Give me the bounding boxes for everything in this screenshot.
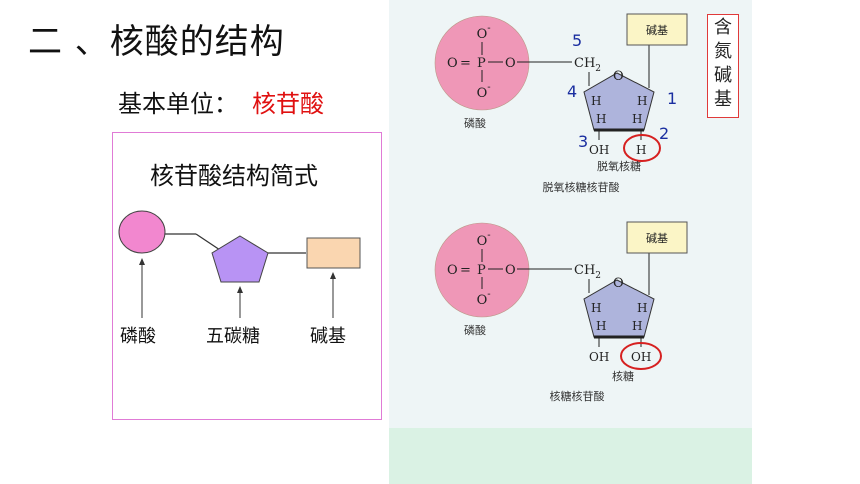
base-box-bottom: [626, 221, 688, 254]
carbon-number-2: 2: [659, 124, 669, 143]
label-base: 碱基: [310, 326, 346, 347]
oh-3-bottom: OH: [589, 350, 609, 364]
oh-2-bottom: OH: [631, 350, 651, 364]
nitrogenous-base-char-2: 氮: [714, 41, 732, 62]
base-box-label-bottom: 碱基: [646, 232, 668, 245]
ring-o-bottom: O: [613, 276, 624, 291]
basic-unit-line: 基本单位： 核苷酸: [118, 84, 324, 119]
simple-structure-title: 核苷酸结构简式: [150, 162, 318, 190]
phos-minus2-bottom: -: [487, 289, 490, 300]
base-box-top: [626, 13, 688, 46]
phos-o-bottom: O: [477, 234, 488, 249]
ch2-text-bottom: CH: [574, 263, 595, 278]
phos-minus2-top: -: [487, 82, 490, 93]
basic-unit-value: 核苷酸: [252, 90, 324, 118]
sugar-label-bottom: 核糖: [612, 369, 634, 383]
phos-eq-bottom: =: [460, 263, 471, 278]
ring-h2-top: H: [637, 94, 647, 108]
phos-o-right-top: O: [505, 56, 516, 71]
phos-p-bottom: P: [477, 263, 486, 278]
figure-bottom-band: [389, 428, 752, 484]
arrowhead-sugar: [237, 286, 243, 293]
sugar-label-top: 脱氧核糖: [597, 159, 641, 173]
link-phosphate-sugar-2: [195, 233, 221, 251]
ring-h4-top: H: [632, 112, 642, 126]
phos-o-left-bottom: O: [447, 263, 458, 278]
phos-o-right-bottom: O: [505, 263, 516, 278]
oh-3-top: OH: [589, 143, 609, 157]
ring-h4-bottom: H: [632, 319, 642, 333]
page-title: 二 、核酸的结构: [28, 22, 285, 62]
phosphate-circle-top: [434, 15, 530, 111]
simple-base-rect: [306, 237, 361, 269]
phos-o-bottom-top: O: [477, 86, 488, 101]
nitrogenous-base-callout: [707, 14, 739, 118]
label-phosphate: 磷酸: [120, 326, 156, 347]
ring-h1-bottom: H: [591, 301, 601, 315]
phos-minus-bottom: -: [487, 230, 490, 241]
base-box-label-top: 碱基: [646, 24, 668, 37]
nitrogenous-base-char-4: 基: [714, 89, 732, 110]
nitrogenous-base-char-3: 碱: [714, 65, 732, 86]
phos-p-top: P: [477, 56, 486, 71]
phos-minus-top: -: [487, 23, 490, 34]
ch2-text-top: CH: [574, 56, 595, 71]
carbon-number-1: 1: [667, 89, 677, 108]
phosphate-circle-bottom: [434, 222, 530, 318]
carbon-number-4: 4: [567, 82, 577, 101]
carbon-number-3: 3: [578, 132, 588, 151]
phos-o-lower-bottom: O: [477, 293, 488, 308]
ch2-sub-bottom: 2: [595, 271, 601, 281]
h-2-top: H: [636, 143, 646, 157]
phosphate-label-top: 磷酸: [464, 116, 486, 130]
arrowhead-base: [330, 272, 336, 279]
ch2-top: CH2: [574, 56, 601, 74]
phos-eq-top: =: [460, 56, 471, 71]
ring-h2-bottom: H: [637, 301, 647, 315]
ribonucleotide: O - O = P O O - 磷酸 CH2 O H H H H OH OH 核…: [434, 221, 688, 403]
arrowhead-phosphate: [139, 258, 145, 265]
simple-sugar-pentagon: [211, 235, 269, 283]
nucleotide-figure: O - O = P O O - 磷酸 CH2 O H H H H OH H 脱氧…: [389, 0, 752, 484]
ring-o-top: O: [613, 69, 624, 84]
deoxyribonucleotide: O - O = P O O - 磷酸 CH2 O H H H H OH H 脱氧…: [434, 13, 688, 194]
carbon-number-5: 5: [572, 31, 582, 50]
highlight-h-circle: [623, 134, 661, 162]
caption-bottom: 核糖核苷酸: [550, 389, 605, 403]
ch2-bottom: CH2: [574, 263, 601, 281]
caption-top: 脱氧核糖核苷酸: [543, 180, 620, 194]
simple-phosphate-circle: [118, 210, 166, 254]
simple-structure-panel: [112, 132, 382, 420]
ring-h3-bottom: H: [596, 319, 606, 333]
ring-h1-top: H: [591, 94, 601, 108]
phosphate-label-bottom: 磷酸: [464, 323, 486, 337]
ch2-sub-top: 2: [595, 64, 601, 74]
phos-o-left-top: O: [447, 56, 458, 71]
nitrogenous-base-char-1: 含: [714, 17, 732, 38]
phos-o-top: O: [477, 27, 488, 42]
nitrogenous-base-label: 含 氮 碱 基: [707, 16, 739, 112]
highlight-oh-circle: [620, 342, 662, 370]
label-sugar: 五碳糖: [206, 326, 260, 347]
basic-unit-label: 基本单位：: [118, 90, 238, 118]
ring-h3-top: H: [596, 112, 606, 126]
